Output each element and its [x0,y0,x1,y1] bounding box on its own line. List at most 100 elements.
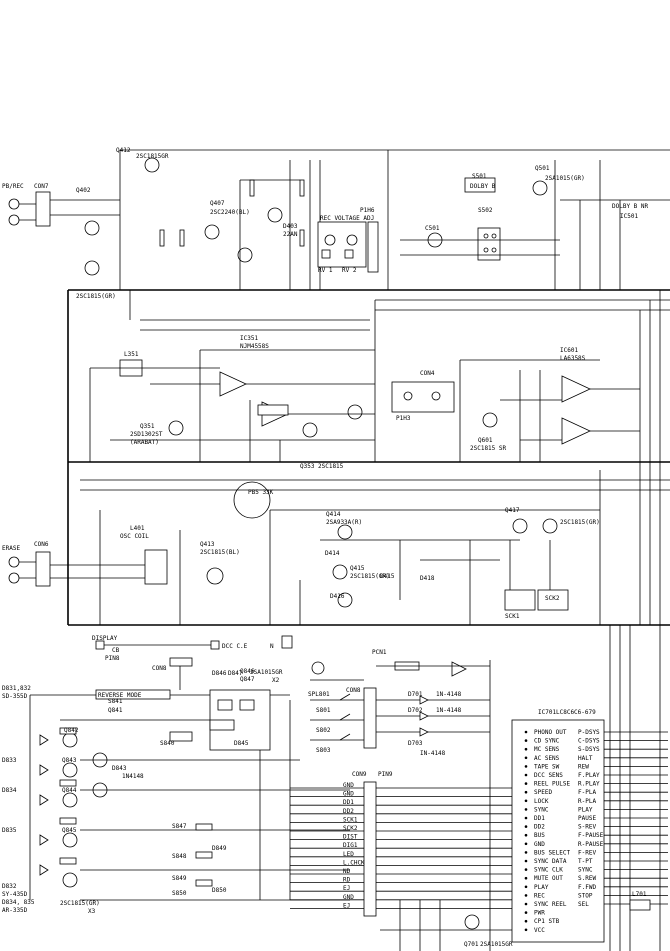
q353-part-label: 2SC1815 [318,463,344,470]
erase-osc-section: ERASE CON6 L401 OSC COIL Q413 2SC1815(BL… [2,507,600,625]
pin9-label: PIN9 [378,771,393,778]
d832-label: D832 [2,883,17,890]
ic701-left-pin-label: SYNC CLK [534,867,563,874]
con6-label: CON6 [34,541,49,548]
q846-part-label: 2SA1015GR [250,669,283,676]
ic701-left-pin-dot [524,756,528,760]
ic701-left-pin-dot [524,730,528,734]
ic701-left-pin-dot [524,885,528,889]
con8-label: CON8 [152,665,167,672]
ic701-left-pin-label: SPEED [534,789,552,796]
ic351-section: IC351 NJM4558S L351 Q351 2SD1302ST (ARAB… [89,335,375,519]
s803-label: S803 [316,747,331,754]
q407-part-label: 2SC2240(BL) [210,209,250,216]
con7-label: CON7 [34,183,49,190]
sck2-label: SCK2 [545,595,560,602]
ic701-left-pin-dot [524,773,528,777]
ic701-left-pin-label: GND [534,841,545,848]
q412-label: Q412 [116,147,131,154]
ic701-left-pin-label: PWR [534,910,545,917]
d847-label: D847 [228,670,243,677]
q601-part-label: 2SC1815 SR [470,445,507,452]
spl801-label: SPL801 [308,691,330,698]
q414-part-label: 2SA933A(R) [326,519,362,526]
switch-section: PCN1 CON8 SPL801 S801 S802 S803 D701 1N-… [308,649,491,951]
display-section: DISPLAY CB DCC C.E N PIN8 CON8 D831,832 … [2,635,350,915]
d835-label: D835 [2,827,17,834]
l401-desc-label: OSC COIL [120,533,149,540]
s802-label: S802 [316,727,331,734]
ic701-left-pin-label: SYNC [534,806,549,813]
con9-pin-rows: GNDGNDDD1DD2SCK1SCK2DISTDIG1LEDL.CHCKNDR… [290,782,512,909]
jack-pins-label: P1H3 [396,415,411,422]
ic701-right-pin-label: S-REV [578,824,596,831]
display-label: DISPLAY [92,635,118,642]
ic701-right-pin-label: R-PLA [578,798,596,805]
q351-mark-label: (ARABAT) [130,439,159,446]
d418-label: D418 [420,575,435,582]
con4-label: CON4 [420,370,435,377]
ic701-left-pin-label: REC [534,892,545,899]
dcc-label: DCC C.E [222,643,248,650]
dolby-section: C501 S501 DOLBY B Q501 2SA1015(GR) S502 … [400,165,670,290]
ic701-right-pin-label: R.PLAY [578,781,600,788]
display-sub-label: CB [112,647,120,654]
d416-label: D416 [330,593,345,600]
ic701-left-pin-dot [524,859,528,863]
erase-label: ERASE [2,545,20,552]
q353-label: Q353 [300,463,315,470]
ic701-right-pin-label: PAUSE [578,815,596,822]
con9-pin-label: RD [343,877,351,884]
d703-label: D703 [408,740,423,747]
ic701-right-pin-label: P-DSYS [578,729,600,736]
ic701-left-pin-label: LOCK [534,798,549,805]
s801-label: S801 [316,707,331,714]
q402-label: Q402 [76,187,91,194]
ic701-left-pin-label: CD SYNC [534,738,560,745]
rec-adjust-section: P1H6 REC VOLTAGE ADJ RV 1 RV 2 [317,207,379,274]
ic701-left-pin-dot [524,808,528,811]
q415-part-label: 2SC1815(GR) [350,573,390,580]
q404-part-label: 2SC1815(GR) [76,293,116,300]
ic701-right-pin-label: SEL [578,901,589,908]
q843-label: Q843 [62,757,77,764]
con9-pin-label: EJ [343,885,350,892]
ic701-left-pin-label: MC SENS [534,746,560,753]
con9-pin-label: LED [343,851,354,858]
pb-rec-section: PB/REC CON7 Q402 2SC1815(GR) Q412 2SC181… [2,147,370,331]
q846-label: Q846 [240,668,255,675]
ic701-left-pin-label: PHONO OUT [534,729,567,736]
d835-part-label: AR-335D [2,907,28,914]
ic701-right-pin-label: SYNC [578,867,593,874]
ic701-left-pin-dot [524,842,528,846]
q417-part-label: 2SC1815(GR) [560,519,600,526]
d414-label: D414 [325,550,340,557]
ic701-left-pin-label: CP1 STB [534,918,560,925]
ic701-left-pin-label: DCC SENS [534,772,563,779]
pin8-label: PIN8 [105,655,120,662]
ic701-left-pin-dot [524,851,528,854]
ic701-left-pin-label: DD2 [534,824,545,831]
ic701-left-pin-dot [524,790,528,794]
s847-label: S847 [172,823,187,830]
s840-label: S840 [160,740,175,747]
q412-part-label: 2SC1815GR [136,153,169,160]
ic701-left-pin-dot [524,894,528,897]
ic701-left-pin-dot [524,876,528,880]
q841-label: Q841 [108,707,123,714]
ic701-left-pin-label: TAPE SW [534,763,560,770]
q351-part-label: 2SD1302ST [130,431,163,438]
con9-pin-label: DIST [343,834,358,841]
ic701-left-pin-dot [524,902,528,906]
q846-x-label: X2 [272,677,280,684]
d834-part-label: D834, 835 [2,899,35,906]
ic701-left-pin-dot [524,816,528,820]
ic701-left-pin-dot [524,911,528,914]
ic701-label: IC701 [538,709,556,716]
c501-label: C501 [425,225,440,232]
d703-part-label: IN-4148 [420,750,446,757]
d702-part-label: 1N-4148 [436,707,462,714]
d415-label: D415 [380,573,395,580]
